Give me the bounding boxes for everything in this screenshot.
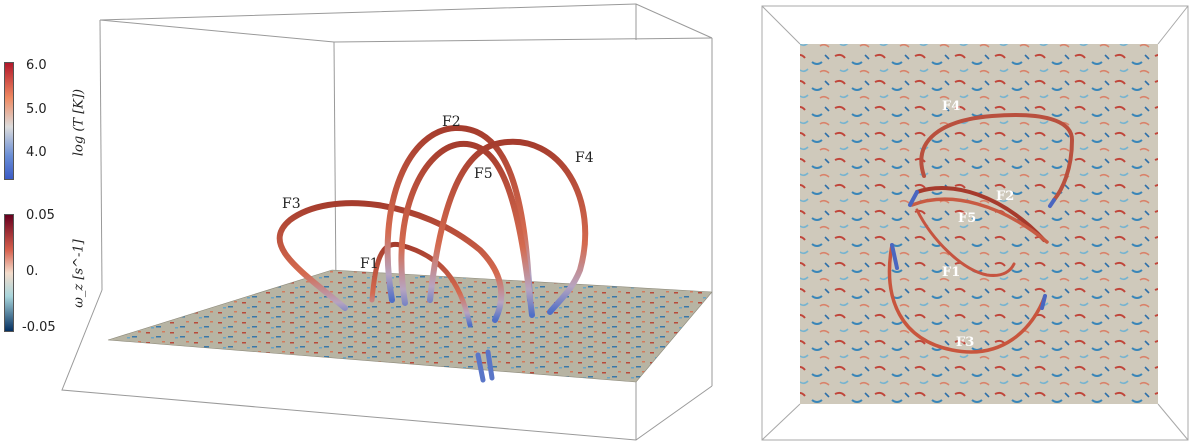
top-label-f2: F2	[996, 189, 1014, 204]
tube-f3	[276, 200, 505, 323]
top-surface	[800, 44, 1158, 404]
top-footpoints	[890, 190, 1056, 310]
label-f5: F5	[474, 166, 493, 182]
vorticity-tick-top: 0.05	[26, 208, 55, 223]
temperature-tick-low: 4.0	[26, 145, 47, 160]
perspective-scene: F1 F2 F3 F4 F5	[61, 3, 713, 441]
tube-stub-below	[475, 349, 495, 383]
vorticity-colorbar	[4, 214, 14, 332]
top-bounding-box	[761, 5, 1189, 441]
top-label-f5: F5	[958, 211, 976, 226]
surface-plane	[107, 269, 713, 383]
tube-f4	[427, 138, 589, 315]
top-label-f1: F1	[942, 265, 960, 280]
top-tube-f3	[887, 243, 1047, 354]
vorticity-tick-low: -0.05	[22, 320, 56, 335]
temperature-colorbar	[4, 62, 14, 180]
vorticity-tick-mid: 0.	[26, 264, 39, 279]
top-view-panel: F4 F2 F5 F1 F3	[752, 0, 1200, 447]
top-tube-f2	[915, 186, 1046, 242]
tube-f2	[384, 124, 533, 303]
top-tube-f4	[919, 113, 1075, 202]
top-label-f4: F4	[942, 99, 960, 114]
label-f1: F1	[360, 256, 379, 272]
top-tube-f5	[910, 197, 1049, 244]
top-tube-f1	[915, 208, 1016, 277]
tube-f5	[398, 140, 535, 318]
perspective-view-panel: 6.0 5.0 4.0 log (T [K]) 0.05 0. -0.05 ω_…	[4, 3, 713, 441]
top-label-f3: F3	[956, 335, 974, 350]
bounding-box	[61, 3, 713, 441]
label-f3: F3	[282, 196, 301, 212]
label-f2: F2	[442, 114, 461, 130]
top-field-lines	[887, 113, 1075, 354]
top-view-scene: F4 F2 F5 F1 F3	[761, 5, 1189, 441]
temperature-tick-top: 6.0	[26, 58, 47, 73]
field-line-tubes	[276, 124, 589, 383]
temperature-tick-mid: 5.0	[26, 102, 47, 117]
label-f4: F4	[575, 150, 594, 166]
